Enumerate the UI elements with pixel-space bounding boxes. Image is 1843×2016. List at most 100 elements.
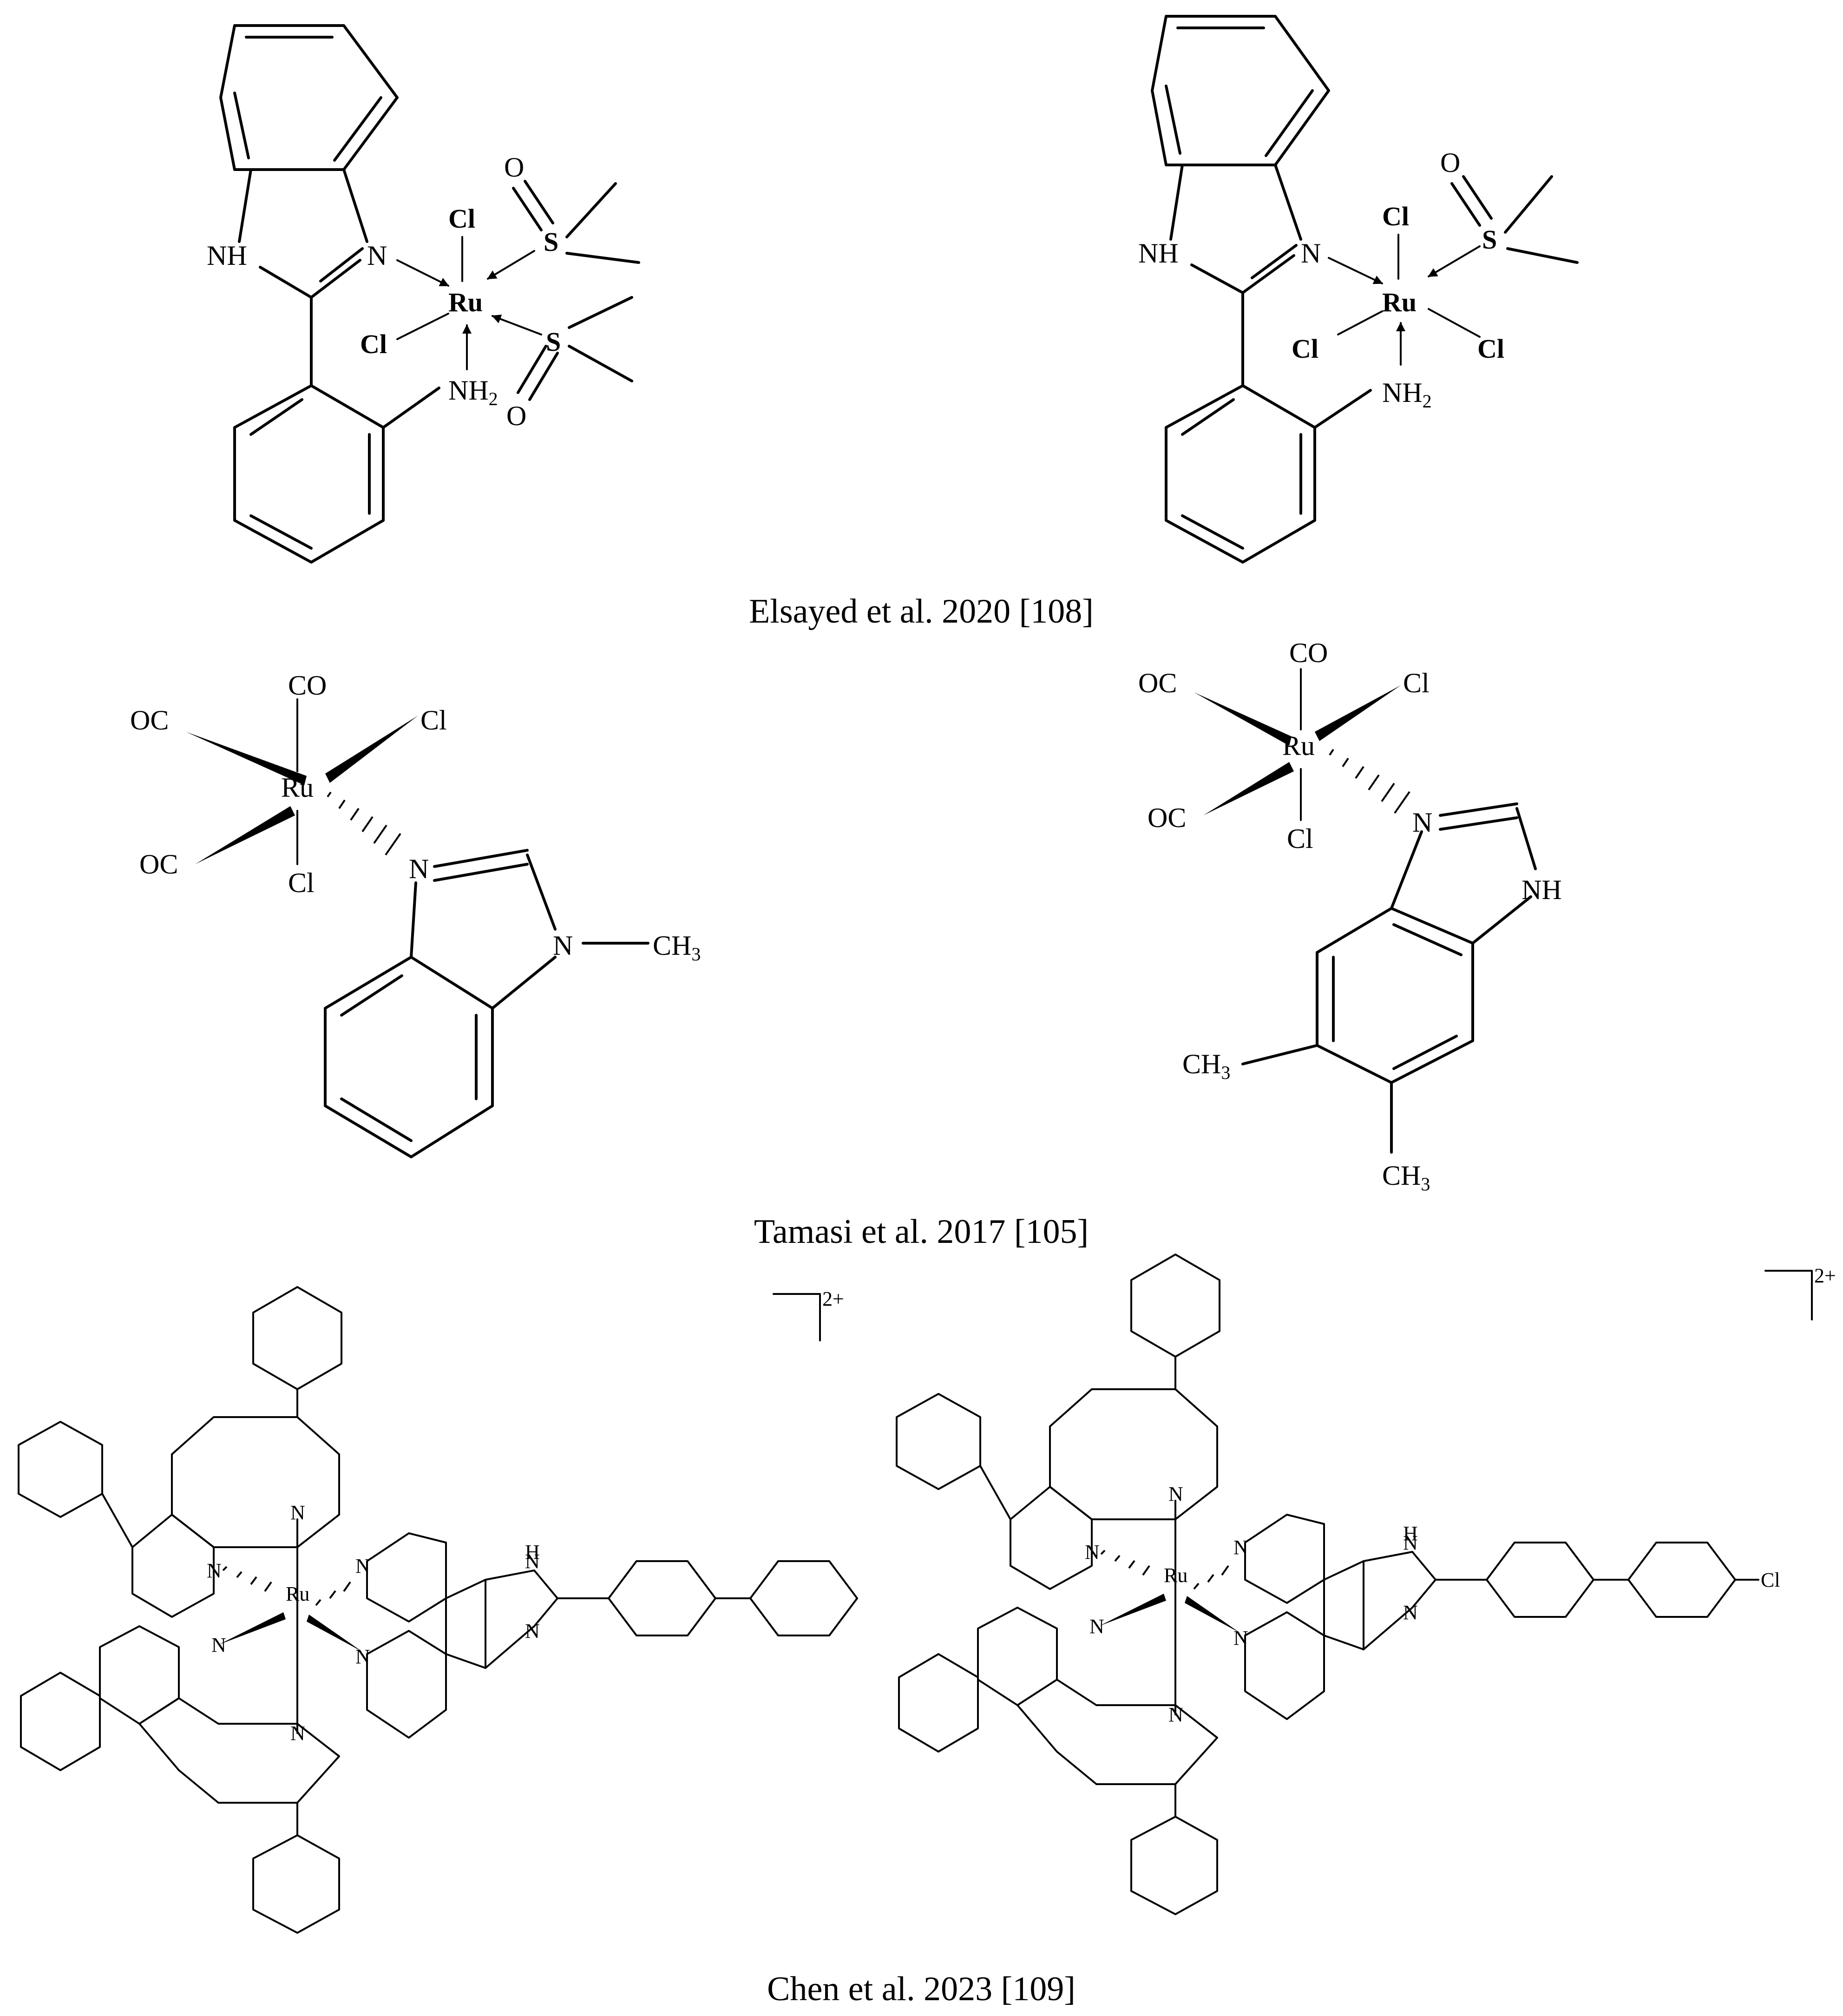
phenanthroline-core [171,1416,340,1548]
n-label: N [211,1634,226,1656]
charge-label: 2+ [1814,1264,1836,1287]
n-label: N [355,1555,370,1577]
n-label: N [1403,1601,1418,1624]
benzo-ring-2b [1316,907,1474,1084]
caption-row2: Tamasi et al. 2017 [105] [754,1213,1089,1251]
cl-label: Cl [1761,1569,1780,1591]
o-label: O [506,401,526,431]
caption-row1: Elsayed et al. 2020 [108] [749,592,1094,630]
complex-1b: NH N Cl Ru Cl Cl NH2 S O [1138,15,1579,564]
phenanthroline-core [138,1697,340,1804]
nh-label: NH [207,240,247,271]
phenyl-ring [1486,1542,1594,1618]
imidazole-ring [485,1569,558,1669]
wedge-bond [218,1612,286,1645]
central-ring [445,1579,486,1669]
n-label: N [409,854,429,884]
n-label: N [1412,807,1432,838]
oc-label: OC [1148,802,1186,833]
phenyl-ring [252,1286,342,1390]
pyridine-ring [1010,1486,1093,1590]
oc-label: OC [130,705,169,735]
n-label: N [367,240,387,271]
imidazole-ring [1363,1551,1436,1650]
cl-label: Cl [288,867,315,898]
s-label: S [546,327,561,357]
s-label: S [1482,224,1497,255]
ru-label: Ru [281,772,314,803]
phenyl-ring [608,1560,716,1636]
cl-label: Cl [1287,823,1313,854]
cl-label: Cl [1292,334,1318,364]
wedge-bond [307,1615,362,1652]
n-label: N [525,1620,540,1642]
phenyl-ring [898,1653,979,1753]
cl-label: Cl [448,204,475,234]
phenyl-ring [896,1393,981,1490]
complex-3b: 2+ Ru N N [896,1254,1836,1915]
wedge-bond [1194,692,1292,746]
wedge-bond [186,732,307,785]
o-label: O [504,152,524,183]
cl-label: Cl [420,705,447,735]
pyridine-ring [1244,1514,1325,1604]
nh-label: NH [1522,874,1562,905]
ru-label: Ru [448,287,483,317]
n-label: N [290,1722,305,1745]
h-label: H [1403,1522,1418,1545]
pyridine-ring [99,1625,180,1725]
n-label: N [1089,1615,1104,1638]
pyridine-ring [131,1514,215,1618]
o-label: O [1440,147,1460,178]
co-label: CO [1289,637,1328,668]
phenyl-ring-1a [233,384,385,564]
phenyl-ring [20,1672,101,1771]
wedge-bond [325,716,418,783]
phenanthroline-core [1017,1679,1218,1785]
n-label: N [1403,1531,1418,1554]
cl-label: Cl [360,329,387,359]
ru-label: Ru [1382,287,1417,317]
wedge-bond [1185,1596,1240,1633]
complex-3a: 2+ Ru [18,1286,858,1934]
n-label: N [355,1645,370,1668]
phenanthroline-core [1049,1388,1218,1520]
n-label: N [525,1550,540,1573]
pyridine-ring [977,1607,1058,1706]
n-label: N [1168,1483,1183,1505]
phenyl-ring-1b [1165,384,1316,564]
caption-row3: Chen et al. 2023 [109] [767,1970,1076,2008]
n-label: N [1233,1536,1248,1559]
n-label: N [1233,1627,1248,1649]
wedge-bond [1203,762,1294,815]
phenyl-ring [1130,1816,1218,1915]
ch3-label: CH3 [1182,1049,1230,1083]
oc-label: OC [139,849,178,880]
ru-label: Ru [286,1583,309,1605]
nh2-label: NH2 [1382,377,1432,412]
ch3-label: CH3 [653,930,701,965]
phenyl-ring [252,1834,340,1934]
central-ring [1323,1560,1364,1650]
phenyl-ring [18,1421,103,1518]
chlorophenyl-ring [1627,1542,1736,1618]
pyridine-ring [366,1630,447,1739]
benzo-ring-2a [324,956,494,1158]
cl-label: Cl [1477,334,1504,364]
n-label: N [553,930,573,961]
cl-label: Cl [1403,668,1430,698]
charge-label: 2+ [822,1287,844,1310]
pyridine-ring [366,1532,447,1622]
n-label: N [1085,1541,1100,1563]
ru-label: Ru [1282,730,1315,761]
complex-1a: NH N Cl Ru Cl NH2 S O S O [207,24,640,564]
phenyl-ring [749,1560,858,1636]
h-label: H [525,1541,540,1563]
n-label: N [1168,1703,1183,1726]
complex-2a: OC CO Cl Ru OC Cl N N CH3 [130,670,701,1158]
pyridine-ring [1244,1611,1325,1720]
n-label: N [290,1501,305,1524]
s-label: S [544,227,558,257]
